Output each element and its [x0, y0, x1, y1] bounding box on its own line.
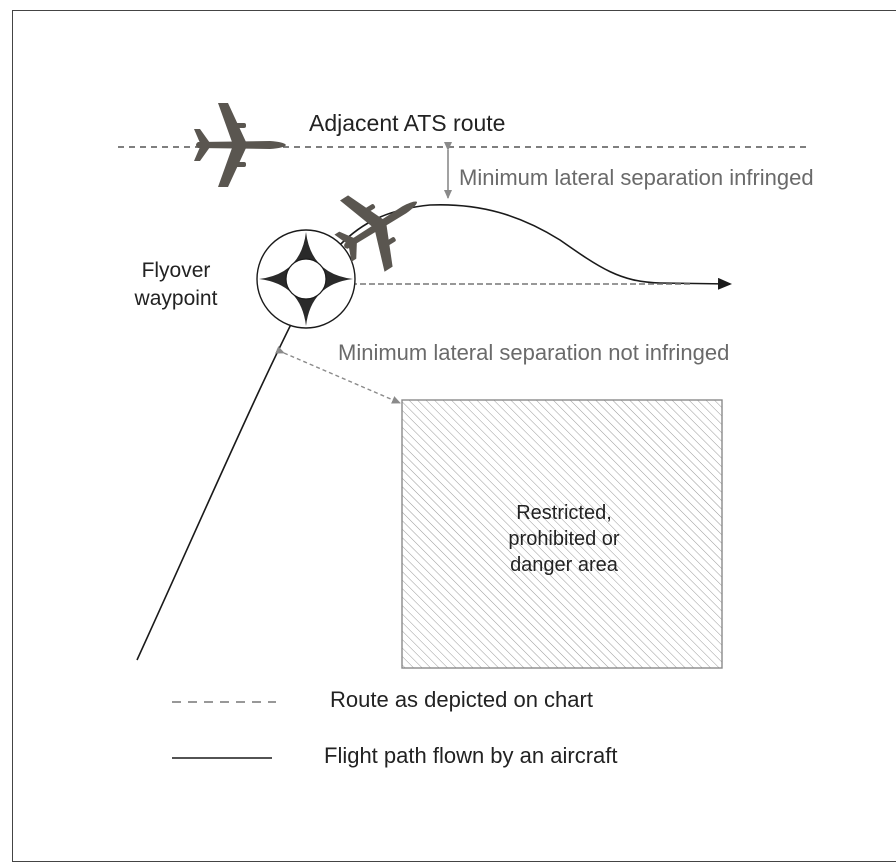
- legend-route-label: Route as depicted on chart: [330, 687, 593, 712]
- legend-flight-path-label: Flight path flown by an aircraft: [324, 743, 617, 768]
- adjacent-route-label: Adjacent ATS route: [309, 110, 505, 136]
- separation-not-infringed-arrow: [275, 346, 401, 404]
- flyover-waypoint-icon: [256, 229, 356, 329]
- area-label-line1: Restricted,: [516, 502, 612, 524]
- flight-path-line: [136, 203, 732, 661]
- separation-infringed-label: Minimum lateral separation infringed: [459, 165, 814, 190]
- area-label-line3: danger area: [510, 554, 619, 576]
- restricted-area: [401, 399, 723, 669]
- separation-not-infringed-label: Minimum lateral separation not infringed: [338, 340, 729, 365]
- flyover-label-line1: Flyover: [142, 259, 211, 282]
- area-label-line2: prohibited or: [508, 528, 620, 550]
- flyover-label-line2: waypoint: [134, 287, 218, 310]
- aircraft-icon: [194, 103, 286, 187]
